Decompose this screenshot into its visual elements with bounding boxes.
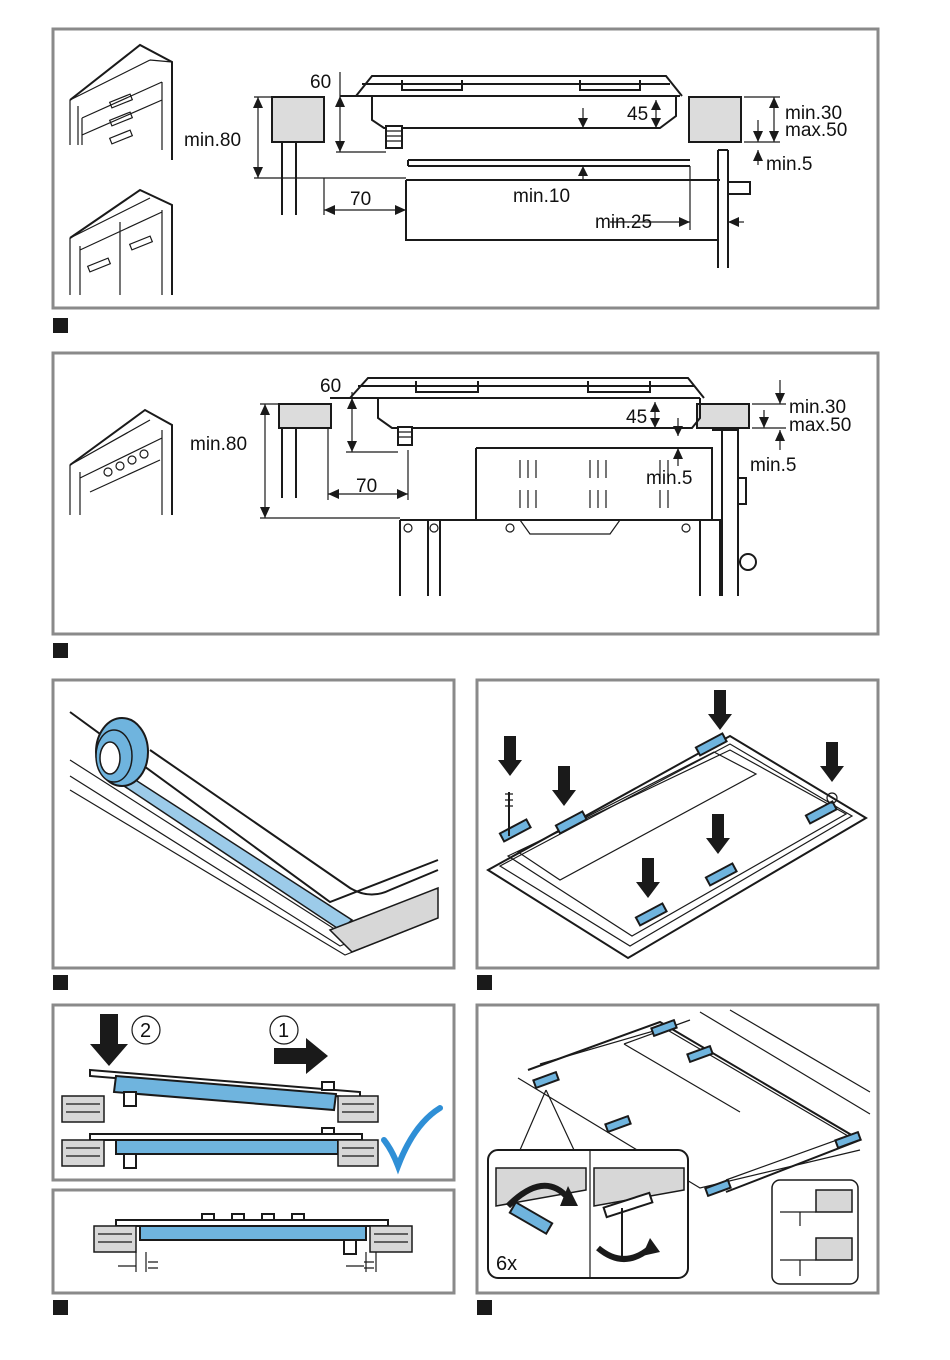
fig2-dim-min80: min.80 bbox=[190, 434, 247, 455]
tape-roll bbox=[96, 718, 148, 786]
worktop-left bbox=[272, 97, 324, 142]
step-2-label: 2 bbox=[140, 1020, 151, 1042]
worktop-right bbox=[689, 97, 741, 142]
fig1-dim-60: 60 bbox=[310, 72, 331, 93]
fig1-dim-max50: max.50 bbox=[785, 120, 847, 141]
figure-1-frame bbox=[53, 29, 878, 308]
figure-1-cabinet-clearances: 60 45 min.80 min.30 max.50 min.5 70 min.… bbox=[53, 29, 878, 308]
figure-1-marker bbox=[53, 318, 68, 333]
fig2-dim-45: 45 bbox=[626, 407, 647, 428]
fig2-dim-60: 60 bbox=[320, 376, 341, 397]
figure-2-oven-clearances: 60 45 min.80 min.30 max.50 min.5 70 min.… bbox=[53, 353, 878, 634]
fig1-dim-min80: min.80 bbox=[184, 130, 241, 151]
fig1-dim-min5: min.5 bbox=[766, 154, 812, 175]
figure-4-clamps bbox=[477, 680, 878, 968]
fig1-dim-70: 70 bbox=[350, 189, 371, 210]
fig2-dim-min5-center: min.5 bbox=[646, 468, 692, 489]
step-1-label: 1 bbox=[278, 1020, 289, 1042]
figure-7-marker bbox=[477, 1300, 492, 1315]
figure-7-clamp-fixing: 6x bbox=[477, 1005, 878, 1293]
figure-2-frame bbox=[53, 353, 878, 634]
worktop-right-2 bbox=[697, 404, 749, 428]
fig2-dim-max50: max.50 bbox=[789, 415, 851, 436]
clamp-detail-inset: 6x bbox=[488, 1150, 688, 1278]
worktop-left-2 bbox=[279, 404, 331, 428]
clamp-count-label: 6x bbox=[496, 1253, 517, 1275]
figure-4-marker bbox=[477, 975, 492, 990]
figure-2-marker bbox=[53, 643, 68, 658]
fig2-dim-min5-right: min.5 bbox=[750, 455, 796, 476]
worktop-edge-inset bbox=[772, 1180, 858, 1284]
fig1-dim-min25: min.25 bbox=[595, 212, 652, 233]
figure-5-insertion: 2 1 bbox=[53, 1005, 454, 1180]
figure-6-seated-hob bbox=[53, 1190, 454, 1293]
figure-6-marker bbox=[53, 1300, 68, 1315]
figure-3-marker bbox=[53, 975, 68, 990]
fig1-dim-45: 45 bbox=[627, 104, 648, 125]
fig2-dim-70: 70 bbox=[356, 476, 377, 497]
fig1-dim-min10: min.10 bbox=[513, 186, 570, 207]
figure-3-seal-tape bbox=[53, 680, 454, 968]
